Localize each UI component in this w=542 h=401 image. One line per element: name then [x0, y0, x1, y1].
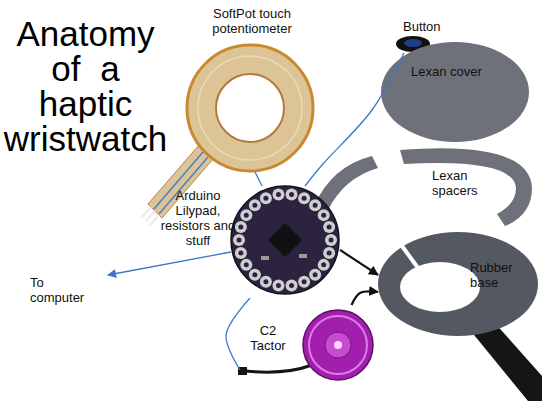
connector [255, 172, 262, 186]
spacer-part: Lexan spacers [300, 146, 535, 228]
tactor-part: C2 Tactor [240, 305, 376, 385]
part-label: To computer [30, 275, 92, 305]
solder-pad [272, 188, 284, 200]
solder-pad [260, 192, 272, 204]
softpot-hole [216, 74, 284, 142]
pad-hole [321, 213, 326, 218]
softpot-track [198, 56, 302, 160]
solder-pad [235, 247, 247, 259]
part-name: Button [403, 19, 461, 34]
pad-hole [238, 225, 243, 230]
tactor-center [325, 332, 351, 358]
solder-pad [233, 234, 245, 246]
tactor-cable [246, 365, 312, 372]
pad-hole [244, 213, 249, 218]
softpot-ring [187, 45, 313, 171]
solder-pad [298, 276, 310, 288]
pad-hole [327, 225, 332, 230]
pad-hole [238, 250, 243, 255]
connector [352, 292, 378, 305]
cable-plug [238, 367, 247, 375]
microcontroller-board: Arduino Lilypad, resistors and stuff [140, 186, 340, 298]
cover-part: Lexan cover [381, 42, 529, 142]
part-name: Lexan cover [411, 64, 511, 79]
usb-wire-arrow [108, 252, 231, 275]
solder-pad [240, 259, 252, 271]
solder-pad [323, 221, 335, 233]
softpot-sensor: SoftPot touch potentiometer [180, 4, 320, 172]
pad-hole [252, 272, 257, 277]
pad-hole [263, 279, 268, 284]
solder-pad [325, 234, 337, 246]
solder-pad [249, 269, 261, 281]
solder-pad [235, 221, 247, 233]
microcontroller-chip [268, 223, 302, 257]
pad-hole [289, 283, 294, 288]
pad-hole [327, 250, 332, 255]
pad-hole [276, 192, 281, 197]
solder-pad [323, 247, 335, 259]
solder-pad [286, 188, 298, 200]
part-name: C2 Tactor [244, 323, 292, 353]
solder-pad [318, 259, 330, 271]
pad-hole [252, 203, 257, 208]
pad-hole [313, 203, 318, 208]
wrist-strap [470, 322, 542, 401]
part-outline [378, 232, 538, 336]
solder-pad [318, 209, 330, 221]
part-name: Rubber base [470, 260, 522, 290]
part-name: SoftPot touch potentiometer [192, 6, 312, 36]
pad-hole [302, 279, 307, 284]
solder-pad [286, 280, 298, 292]
pad-hole [329, 238, 334, 243]
solder-pad [260, 276, 272, 288]
solder-pad [309, 199, 321, 211]
pad-hole [321, 262, 326, 267]
pad-hole [289, 192, 294, 197]
smd-component [261, 256, 269, 260]
solder-pad [240, 209, 252, 221]
title: Anatomy of a haptic wristwatch [3, 16, 168, 156]
pad-hole [237, 238, 242, 243]
part-outline [300, 146, 535, 228]
base-slot [402, 246, 418, 268]
spacer-arc [400, 148, 532, 226]
base-part: Rubber base [378, 232, 538, 336]
connector [226, 298, 250, 370]
softpot-pin [150, 215, 159, 225]
lilypad-board [231, 186, 339, 294]
part-name: Arduino Lilypad, resistors and stuff [158, 188, 238, 248]
connector [305, 53, 404, 186]
tactor-disc [303, 310, 373, 380]
button-top [404, 39, 422, 47]
pad-hole [276, 283, 281, 288]
solder-pad [272, 280, 284, 292]
pad-hole [263, 196, 268, 201]
part-outline [381, 42, 529, 142]
connector [340, 250, 378, 275]
cover-disc [381, 42, 529, 142]
pad-hole [244, 262, 249, 267]
pad-hole [302, 196, 307, 201]
solder-pad [309, 269, 321, 281]
rubber-ring [378, 232, 538, 336]
solder-pad [249, 199, 261, 211]
part-name: Lexan spacers [432, 168, 492, 198]
part-outline [140, 186, 340, 298]
tactor-pin [334, 341, 342, 349]
tactor-rim [309, 316, 367, 374]
solder-pad [298, 192, 310, 204]
lilypad-pads [233, 188, 337, 291]
pad-hole [313, 272, 318, 277]
smd-component [299, 254, 307, 258]
